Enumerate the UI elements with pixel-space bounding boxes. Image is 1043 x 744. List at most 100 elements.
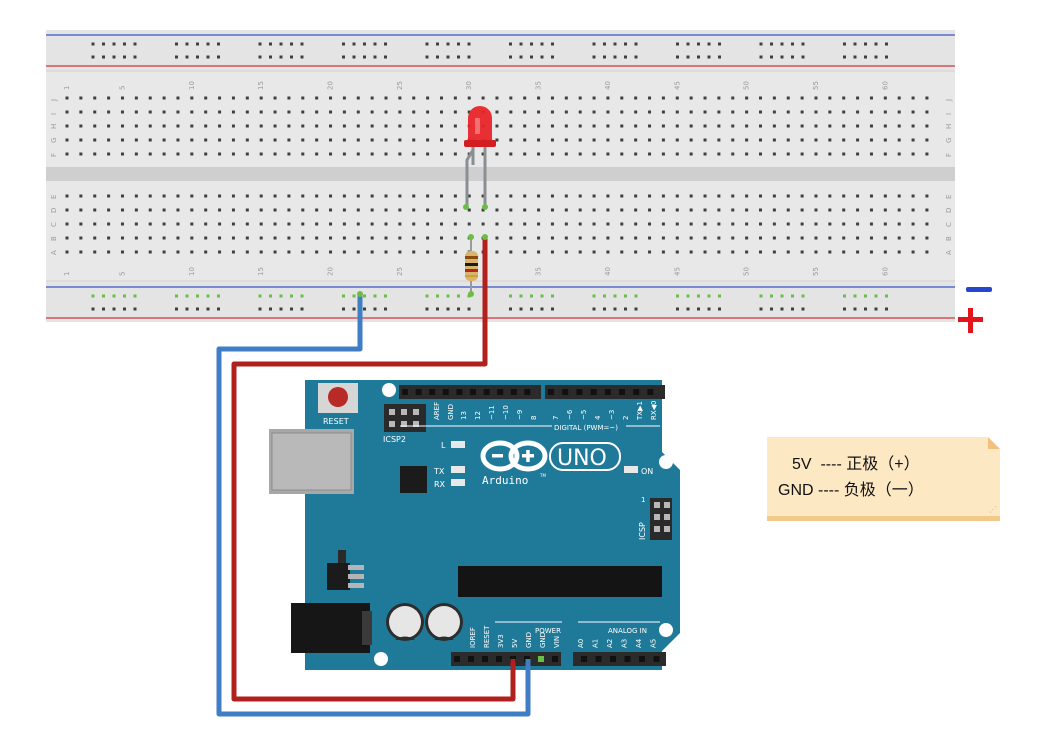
- breadboard-hole: [190, 250, 194, 254]
- digital-pin-label: 8: [530, 416, 538, 420]
- column-number: 50: [743, 267, 751, 276]
- breadboard-hole: [453, 236, 457, 240]
- breadboard-hole: [509, 222, 513, 226]
- breadboard-hole: [648, 236, 652, 240]
- breadboard-hole: [273, 152, 277, 156]
- rail-hole: [718, 55, 721, 59]
- breadboard-hole: [384, 124, 388, 128]
- breadboard-hole: [412, 208, 416, 212]
- breadboard-hole: [162, 250, 166, 254]
- header-pin: [524, 389, 531, 395]
- breadboard-hole: [79, 96, 83, 100]
- rail-hole: [634, 307, 638, 311]
- header-pin: [653, 656, 660, 662]
- breadboard-hole: [897, 96, 901, 100]
- rail-hole: [425, 42, 429, 46]
- breadboard-hole: [148, 96, 152, 100]
- breadboard-hole: [190, 194, 194, 198]
- breadboard-hole: [426, 208, 430, 212]
- breadboard-hole: [620, 236, 624, 240]
- breadboard-hole: [772, 110, 776, 114]
- breadboard-hole: [231, 110, 235, 114]
- breadboard-hole: [495, 110, 499, 114]
- rail-hole: [175, 307, 178, 311]
- rail-hole: [551, 55, 554, 59]
- breadboard-hole: [759, 236, 762, 240]
- wire-gnd-blue: [216, 294, 531, 717]
- breadboard-hole: [717, 152, 721, 156]
- breadboard-hole: [120, 96, 124, 100]
- breadboard-hole: [245, 96, 249, 100]
- breadboard-hole: [176, 208, 180, 212]
- rail-hole: [519, 55, 523, 59]
- rail-hole: [759, 307, 763, 311]
- breadboard-hole: [134, 250, 138, 254]
- breadboard-hole: [453, 222, 457, 226]
- breadboard-hole: [120, 236, 124, 240]
- header-pin: [548, 389, 554, 395]
- breadboard-hole: [273, 208, 277, 212]
- breadboard-hole: [245, 138, 249, 142]
- digital-pin-label: 12: [474, 411, 482, 420]
- breadboard-hole: [800, 110, 804, 114]
- breadboard-hole: [869, 138, 873, 142]
- breadboard-hole: [218, 208, 222, 212]
- breadboard-hole: [245, 152, 249, 156]
- power-pin-label: GND: [525, 632, 533, 648]
- rail-hole: [592, 42, 596, 46]
- breadboard-hole: [342, 236, 346, 240]
- breadboard-hole: [509, 110, 513, 114]
- breadboard-hole: [745, 222, 749, 226]
- breadboard-hole: [148, 124, 152, 128]
- breadboard-hole: [453, 152, 457, 156]
- breadboard-hole: [911, 96, 915, 100]
- breadboard-hole: [634, 152, 638, 156]
- breadboard-hole: [717, 208, 721, 212]
- breadboard-hole: [218, 236, 222, 240]
- breadboard-hole: [578, 208, 582, 212]
- breadboard-hole: [509, 138, 513, 142]
- breadboard-hole: [342, 208, 346, 212]
- breadboard-hole: [412, 236, 416, 240]
- breadboard-hole: [689, 124, 693, 128]
- breadboard-hole: [398, 250, 402, 254]
- breadboard-hole: [107, 96, 111, 100]
- breadboard-hole: [481, 96, 485, 100]
- breadboard-hole: [370, 152, 374, 156]
- breadboard-hole: [453, 194, 457, 198]
- breadboard-hole: [689, 208, 693, 212]
- reset-button[interactable]: [328, 387, 348, 407]
- icsp2-pin: [413, 409, 419, 415]
- analog-label: ANALOG IN: [608, 627, 647, 635]
- led-l-label: L: [441, 441, 446, 450]
- breadboard-hole: [79, 222, 83, 226]
- breadboard-hole: [134, 96, 138, 100]
- breadboard-hole: [218, 138, 222, 142]
- breadboard-hole: [190, 110, 194, 114]
- rail-hole: [133, 42, 137, 46]
- rail-hole: [718, 294, 721, 298]
- breadboard-hole: [606, 96, 610, 100]
- breadboard-hole: [703, 124, 707, 128]
- header-pin: [402, 389, 408, 395]
- breadboard-hole: [93, 250, 97, 254]
- breadboard-hole: [786, 208, 790, 212]
- rail-hole: [91, 55, 95, 59]
- breadboard-hole: [273, 222, 277, 226]
- breadboard-hole: [731, 110, 735, 114]
- header-pin: [415, 389, 422, 395]
- breadboard-hole: [717, 236, 721, 240]
- breadboard-hole: [759, 208, 762, 212]
- breadboard-hole: [439, 96, 443, 100]
- rail-hole: [613, 42, 617, 46]
- row-letter: A: [945, 250, 953, 255]
- header-pin: [590, 389, 597, 395]
- rail-hole: [133, 55, 137, 59]
- breadboard-hole: [120, 208, 124, 212]
- breadboard-hole: [925, 96, 929, 100]
- rail-hole: [217, 55, 220, 59]
- breadboard-hole: [148, 110, 152, 114]
- breadboard-hole: [883, 236, 887, 240]
- breadboard-hole: [883, 96, 887, 100]
- rail-hole: [509, 55, 512, 59]
